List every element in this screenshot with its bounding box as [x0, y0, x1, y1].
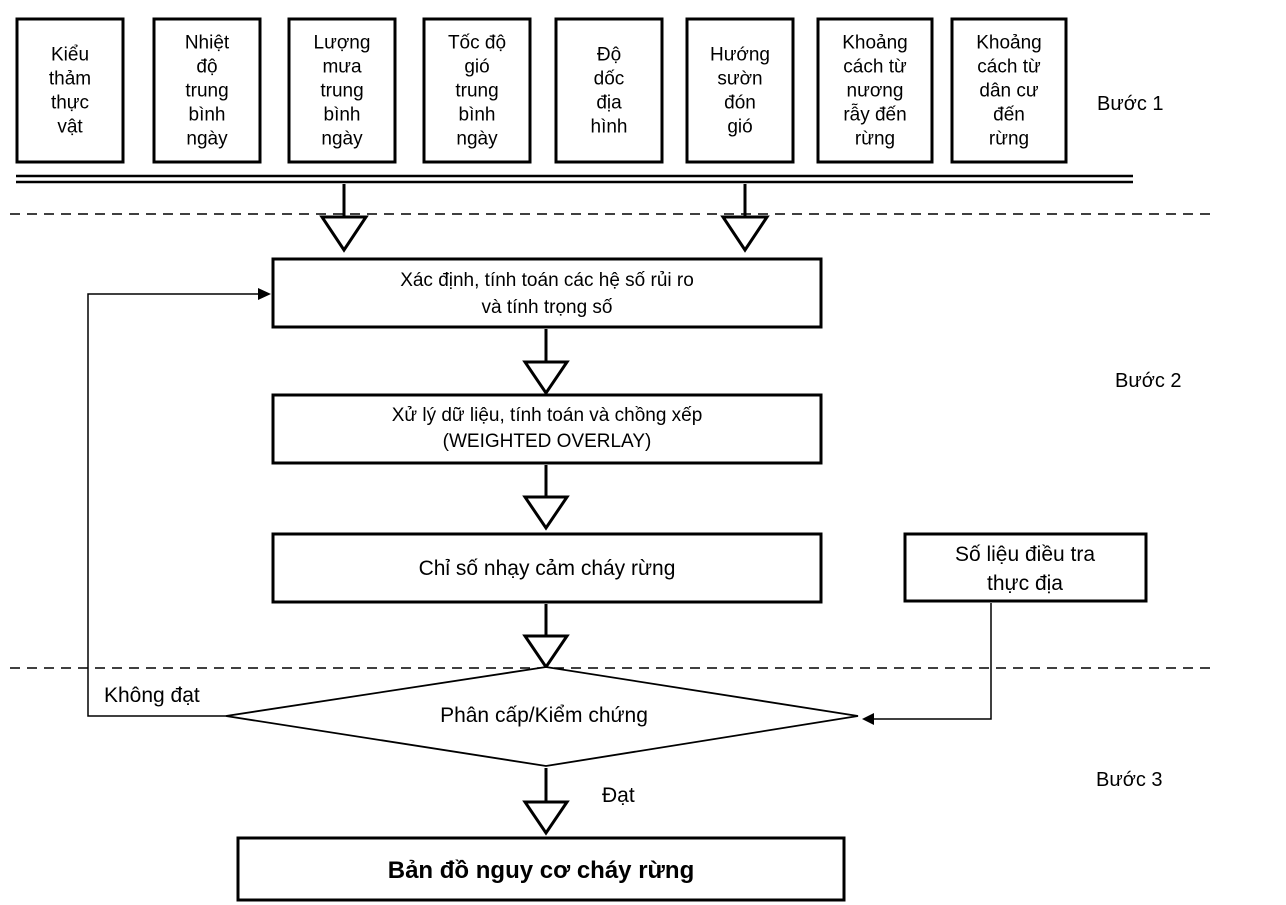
input-factor-boxes: KiểuthảmthựcvậtNhiệtđộtrungbìnhngàyLượng… [15, 17, 1068, 164]
field-survey-line-2: thực địa [987, 572, 1063, 595]
input-collector-bar [16, 174, 1133, 184]
input-box-label-line: trung [455, 81, 498, 102]
overlay-line-2: (WEIGHTED OVERLAY) [443, 431, 652, 452]
input-box-label-line: Khoảng [976, 33, 1042, 54]
input-box-label-line: thảm [49, 69, 91, 90]
input-box-4: Tốc độ gió trung bình ngày [422, 17, 532, 164]
input-box-label-line: thực [51, 93, 89, 114]
input-box-label-line: trung [185, 81, 228, 102]
input-box-label-line: bình [324, 105, 361, 126]
input-box-label-line: hình [591, 117, 628, 138]
input-box-label-line: dân cư [979, 81, 1038, 102]
step-1-label: Bước 1 [1097, 93, 1164, 115]
feedback-loop-fail [87, 288, 271, 717]
input-box-label-line: Lượng [314, 33, 371, 54]
input-box-label-line: Khoảng [842, 33, 908, 54]
sensitivity-index-label: Chỉ số nhạy cảm cháy rừng [419, 557, 676, 580]
coefficients-box: Xác định, tính toán các hệ số rủi ro và … [271, 257, 823, 329]
input-box-label-line: độ [196, 57, 217, 78]
field-survey-box: Số liệu điều tra thực địa [903, 532, 1148, 603]
input-box-label-line: trung [320, 81, 363, 102]
input-box-frame [152, 17, 262, 164]
input-box-frame [15, 17, 125, 164]
input-box-frame [554, 17, 664, 164]
pass-label: Đạt [602, 784, 635, 807]
input-box-label-line: gió [464, 57, 489, 78]
coefficients-line-2: và tính trọng số [482, 297, 613, 318]
step-2-label: Bước 2 [1115, 370, 1182, 392]
arrow-index-to-decision [522, 604, 570, 670]
input-box-label-line: rẫy đến [843, 104, 906, 126]
step-3-label: Bước 3 [1096, 769, 1163, 791]
arrow-coefficients-to-overlay [522, 329, 570, 396]
input-box-label-line: mưa [322, 57, 362, 78]
input-box-label-line: Tốc độ [448, 33, 506, 54]
input-box-label-line: cách từ [843, 57, 907, 78]
input-box-label-line: vật [57, 117, 83, 138]
input-box-label-line: ngày [321, 129, 363, 150]
input-box-label-line: Hướng [710, 45, 770, 66]
input-box-label-line: bình [459, 105, 496, 126]
decision-label: Phân cấp/Kiểm chứng [440, 704, 648, 727]
arrow-bar-to-coefficients-left [319, 184, 369, 253]
arrow-overlay-to-index [522, 465, 570, 531]
input-box-3: Lượng mưa trung bình ngày [287, 17, 397, 164]
overlay-line-1: Xử lý dữ liệu, tính toán và chồng xếp [392, 405, 703, 426]
classification-decision-diamond: Phân cấp/Kiểm chứng [225, 666, 859, 767]
input-box-5: Độ dốc địa hình [554, 17, 664, 164]
input-box-8: Khoảng cách từ dân cư đến rừng [950, 17, 1068, 164]
result-map-box: Bản đồ nguy cơ cháy rừng [236, 836, 846, 902]
input-box-label-line: dốc [594, 69, 625, 90]
input-box-label-line: ngày [186, 129, 228, 150]
input-box-label-line: Độ [597, 45, 621, 66]
field-survey-line-1: Số liệu điều tra [955, 543, 1095, 566]
input-box-label-line: đón [724, 93, 756, 114]
input-box-label-line: cách từ [977, 57, 1041, 78]
input-box-label-line: Nhiệt [185, 33, 230, 54]
fail-label: Không đạt [104, 684, 200, 707]
input-box-frame [685, 17, 795, 164]
input-box-frame [287, 17, 397, 164]
result-map-label: Bản đồ nguy cơ cháy rừng [388, 857, 694, 884]
input-box-label-line: nương [847, 81, 904, 102]
input-box-label-line: rừng [855, 129, 895, 150]
input-box-2: Nhiệt độ trung bình ngày [152, 17, 262, 164]
connector-survey-to-decision [862, 603, 992, 725]
input-box-label-line: Kiểu [51, 45, 89, 66]
sensitivity-index-box: Chỉ số nhạy cảm cháy rừng [271, 532, 823, 604]
arrow-decision-to-result [522, 768, 570, 836]
input-box-1: Kiểu thảm thực vật [15, 17, 125, 164]
input-box-label-line: gió [727, 117, 752, 138]
input-box-frame [422, 17, 532, 164]
input-box-label-line: đến [993, 105, 1025, 126]
input-box-label-line: rừng [989, 129, 1029, 150]
input-box-label-line: sườn [717, 69, 762, 90]
overlay-box: Xử lý dữ liệu, tính toán và chồng xếp (W… [271, 393, 823, 465]
input-box-frame [950, 17, 1068, 164]
input-box-label-line: ngày [456, 129, 498, 150]
input-box-label-line: bình [189, 105, 226, 126]
input-box-frame [816, 17, 934, 164]
input-box-label-line: địa [596, 93, 622, 114]
arrow-bar-to-coefficients-right [720, 184, 770, 253]
input-box-6: Hướng sườn đón gió [685, 17, 795, 164]
coefficients-line-1: Xác định, tính toán các hệ số rủi ro [400, 270, 694, 291]
